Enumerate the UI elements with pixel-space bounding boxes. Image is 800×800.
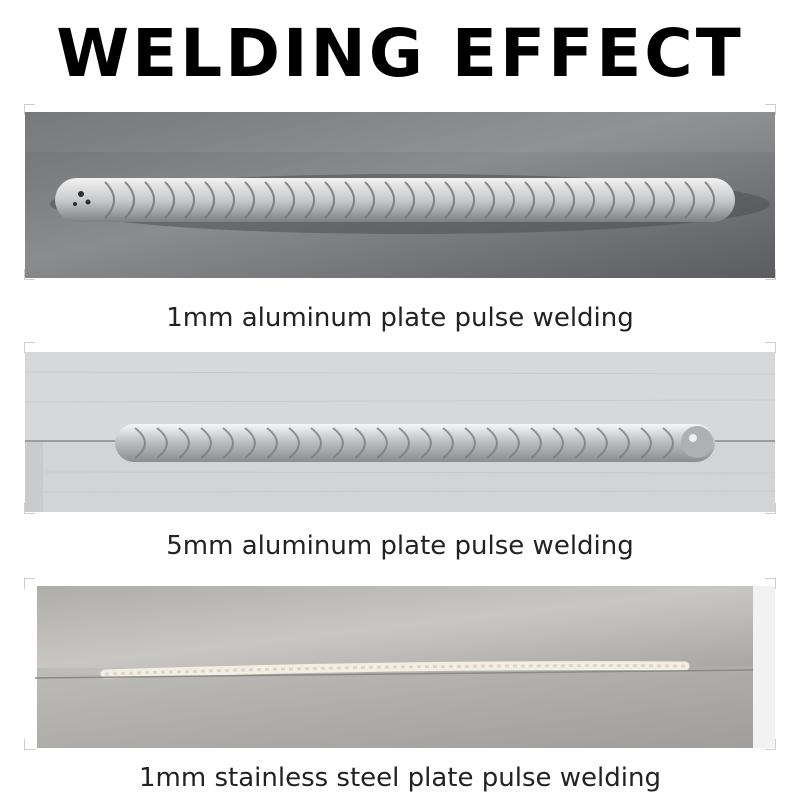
- weld-photo-1mm-stainless: [25, 586, 775, 748]
- weld-photo-1mm-aluminum: [25, 112, 775, 278]
- weld-photo-5mm-aluminum: [25, 352, 775, 512]
- page-title: WELDING EFFECT: [56, 15, 744, 92]
- caption-1mm-stainless: 1mm stainless steel plate pulse welding: [139, 763, 661, 793]
- caption-1mm-aluminum: 1mm aluminum plate pulse welding: [166, 303, 634, 333]
- caption-5mm-aluminum: 5mm aluminum plate pulse welding: [166, 531, 634, 561]
